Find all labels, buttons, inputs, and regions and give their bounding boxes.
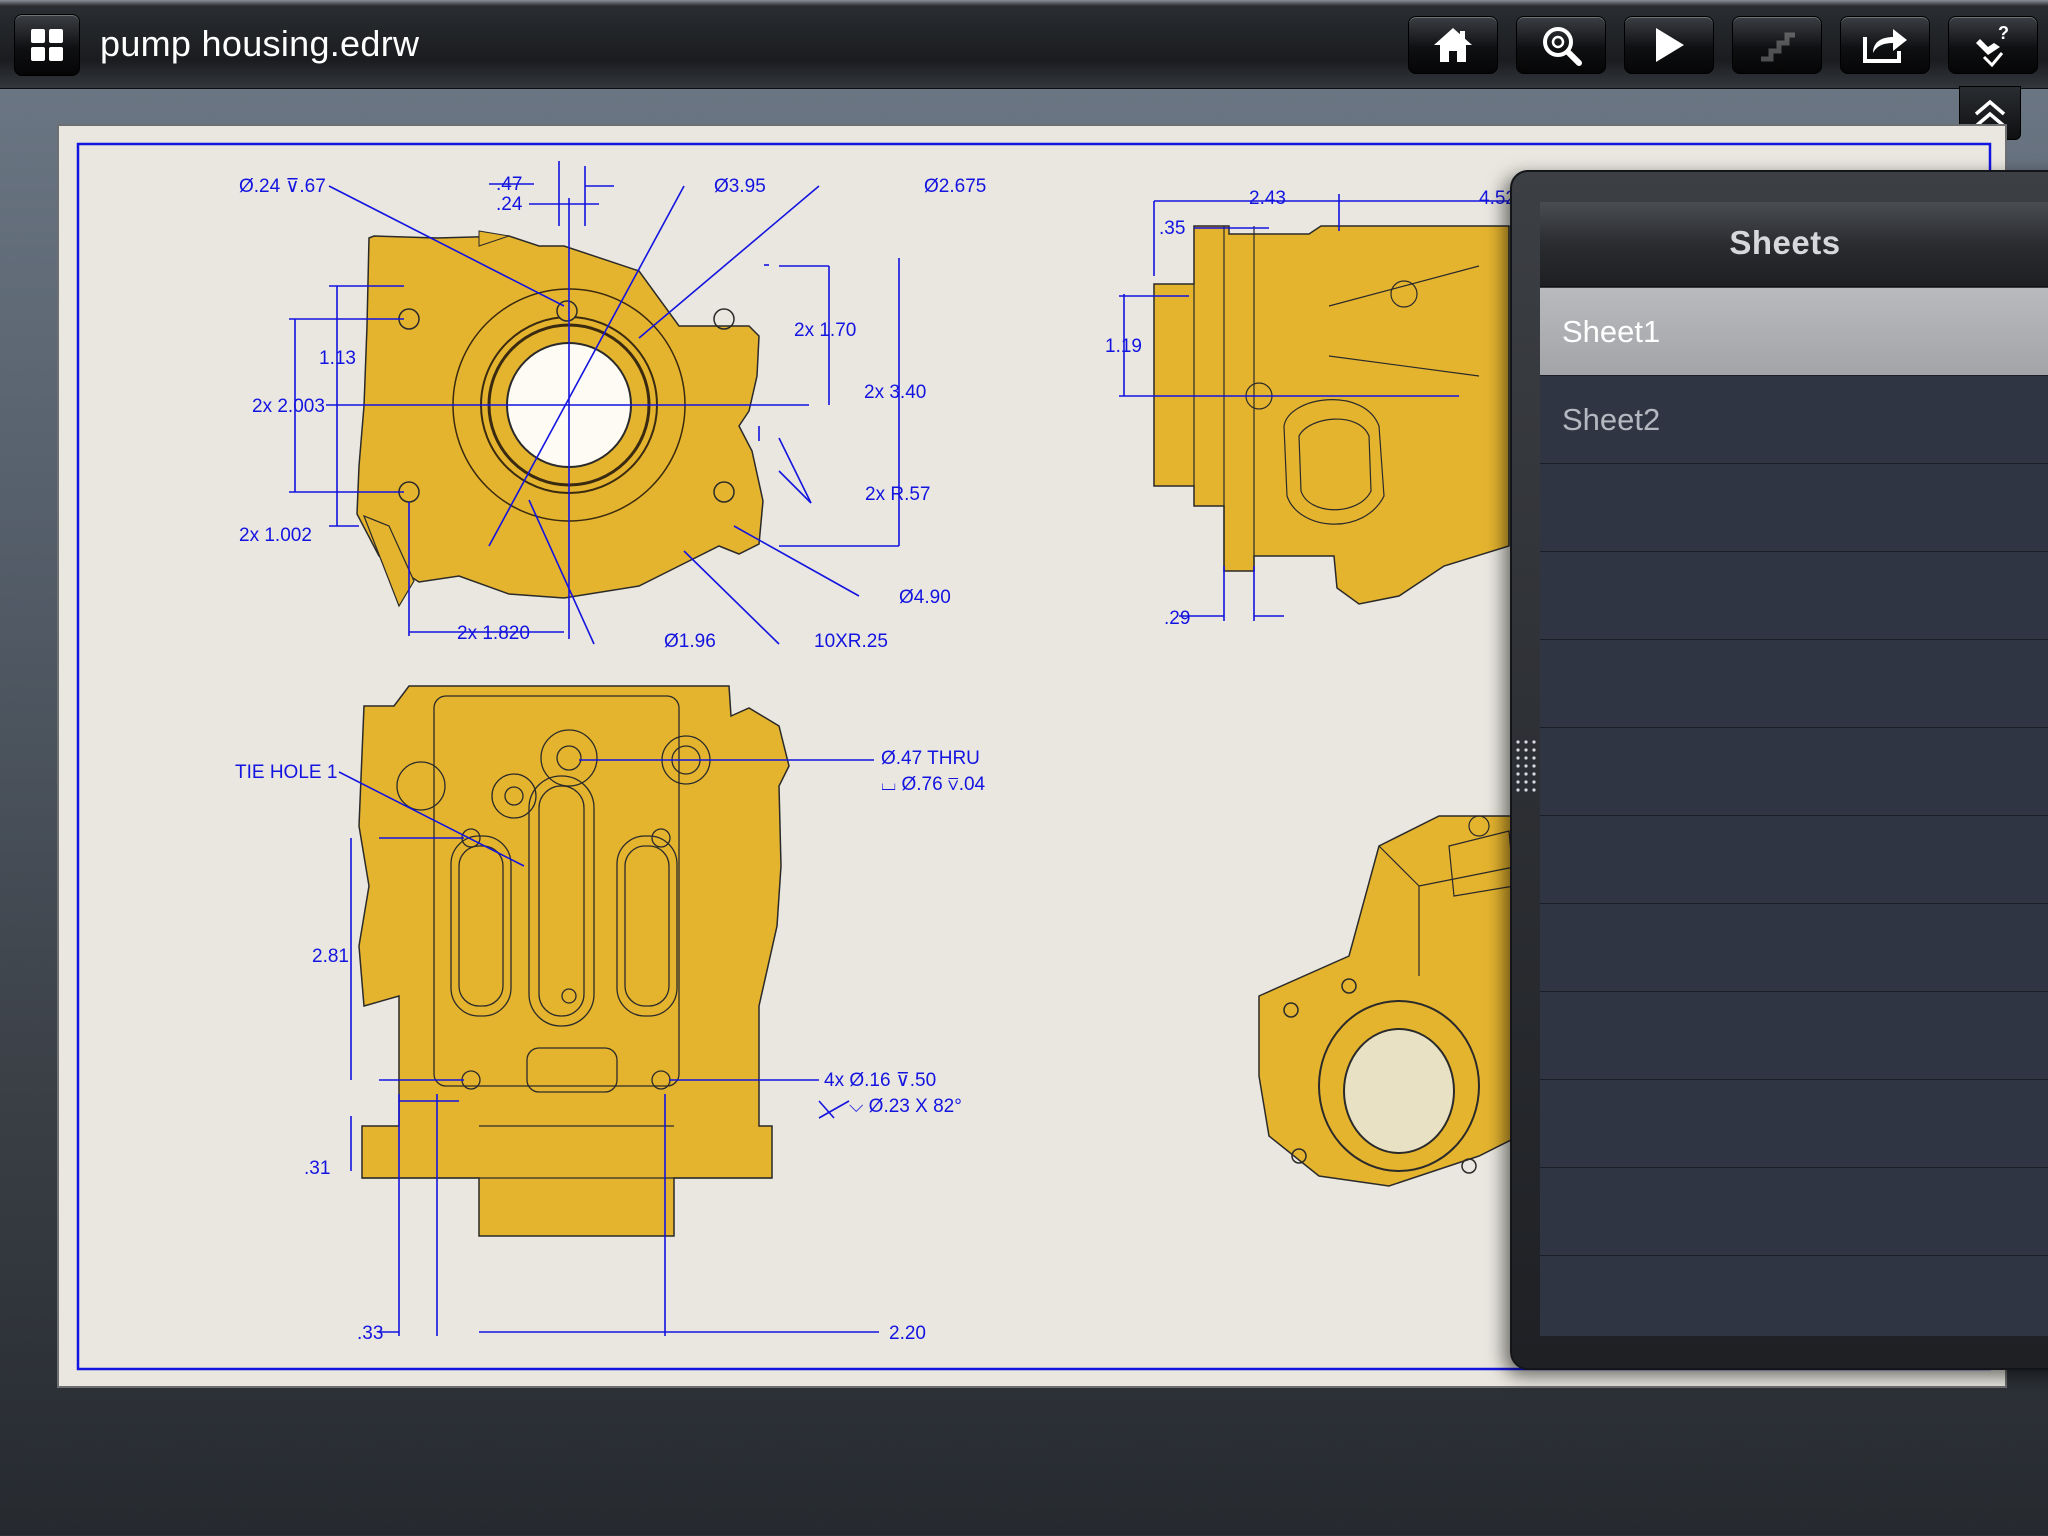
document-grid-button[interactable] [14,14,80,76]
list-item [1540,816,2048,904]
dim-label: 2x R.57 [865,484,930,505]
list-item [1540,904,2048,992]
svg-text:?: ? [1998,23,2009,43]
dim-label: .31 [304,1158,330,1179]
sheet-item-sheet1[interactable]: Sheet1 [1540,288,2048,376]
dim-label: 2.43 [1249,188,1286,209]
dim-label: TIE HOLE 1 [235,762,337,783]
side-view: 2.43 .35 1.19 .29 4.52 [1105,188,1516,629]
list-item [1540,1256,2048,1336]
share-button[interactable] [1840,16,1930,74]
steps-icon [1761,32,1795,62]
dim-label: ⌴ Ø.76 ⊽.04 [881,774,986,795]
dim-label: .35 [1159,218,1185,239]
dim-label: 4.52 [1479,188,1516,209]
home-icon [1434,28,1472,62]
sheet-list: Sheet1 Sheet2 [1540,288,2048,1336]
dim-label: 2.20 [889,1323,926,1344]
dim-label: 4x Ø.16 ⊽.50 [824,1070,936,1091]
help-gesture-icon: ? [1976,23,2009,67]
dim-label: .47 [496,174,522,195]
list-item [1540,1080,2048,1168]
dim-label: 2.81 [312,946,349,967]
list-item [1540,1168,2048,1256]
list-item [1540,640,2048,728]
dim-label: Ø3.95 [714,176,766,197]
grid-icon [31,29,63,61]
panel-drag-handle[interactable] [1512,736,1538,798]
list-item [1540,728,2048,816]
dim-label: Ø4.90 [899,587,951,608]
dim-label: 1.13 [319,348,356,369]
dim-label: 2x 3.40 [864,382,926,403]
dim-label: 2x 1.70 [794,320,856,341]
dim-label: 1.19 [1105,336,1142,357]
sheets-panel-header: Sheets [1540,202,2048,287]
share-icon [1863,29,1907,63]
help-button[interactable]: ? [1948,16,2038,74]
isometric-view [1258,815,1520,1187]
bottom-view: TIE HOLE 1 Ø.47 THRU ⌴ Ø.76 ⊽.04 2.81 4x… [235,685,986,1344]
play-button[interactable] [1624,16,1714,74]
home-button[interactable] [1408,16,1498,74]
play-icon [1656,28,1684,62]
magnifier-icon [1543,27,1582,66]
list-item [1540,464,2048,552]
list-item [1540,992,2048,1080]
zoom-button[interactable] [1516,16,1606,74]
steps-button[interactable] [1732,16,1822,74]
dim-label: .29 [1164,608,1190,629]
sheets-panel: Sheets Sheet1 Sheet2 [1510,170,2048,1370]
double-chevron-up-icon [1974,99,2006,128]
dim-label: 2x 1.820 [457,623,530,644]
list-item [1540,552,2048,640]
sheets-panel-title: Sheets [1729,224,1841,261]
dim-label: Ø.47 THRU [881,748,980,769]
dim-label: ⌵ Ø.23 X 82° [849,1096,962,1117]
dim-label: .33 [357,1323,383,1344]
dim-label: .24 [496,194,523,215]
front-view: Ø.24 ⊽.67 .47 .24 Ø3.95 Ø2.675 1.13 2x 2… [239,161,986,652]
dim-label: Ø.24 ⊽.67 [239,176,326,197]
dim-label: 10XR.25 [814,631,888,652]
dim-label: 2x 2.003 [252,396,325,417]
document-title: pump housing.edrw [100,23,420,64]
dim-label: Ø1.96 [664,631,716,652]
dim-label: 2x 1.002 [239,525,312,546]
top-toolbar: pump housing.edrw ? [0,0,2048,89]
sheet-item-sheet2[interactable]: Sheet2 [1540,376,2048,464]
dim-label: Ø2.675 [924,176,986,197]
